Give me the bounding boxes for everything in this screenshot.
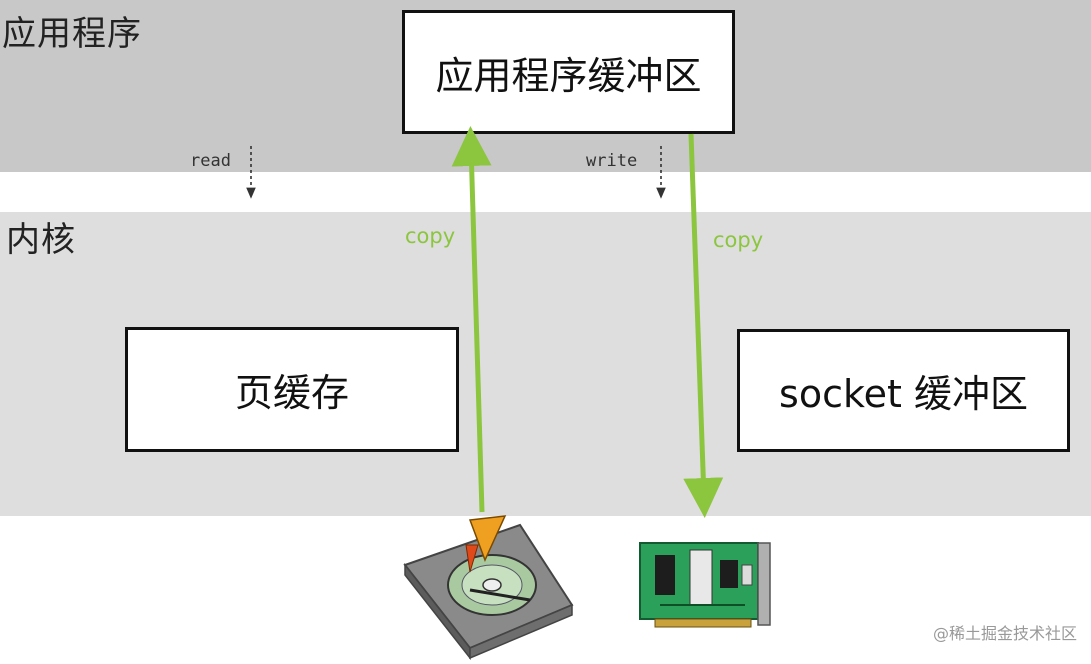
hard-disk-icon: [403, 515, 574, 661]
copy-down-label: copy: [713, 228, 764, 252]
application-layer-label: 应用程序: [2, 14, 142, 54]
application-buffer-box: 应用程序缓冲区: [402, 10, 735, 134]
copy-up-label: copy: [405, 224, 456, 248]
socket-buffer-box: socket 缓冲区: [737, 329, 1070, 452]
page-cache-label: 页缓存: [234, 371, 349, 415]
kernel-layer-label: 内核: [6, 220, 76, 260]
application-buffer-label: 应用程序缓冲区: [435, 53, 702, 98]
write-call-label: write: [586, 151, 638, 171]
copy-down-arrow: [683, 133, 724, 518]
read-call-label: read: [190, 151, 231, 171]
page-cache-box: 页缓存: [125, 327, 459, 452]
network-card-icon: [639, 542, 771, 628]
watermark-text: @稀土掘金技术社区: [932, 624, 1077, 643]
copy-up-arrow: [451, 126, 492, 513]
socket-buffer-label: socket 缓冲区: [779, 372, 1028, 416]
